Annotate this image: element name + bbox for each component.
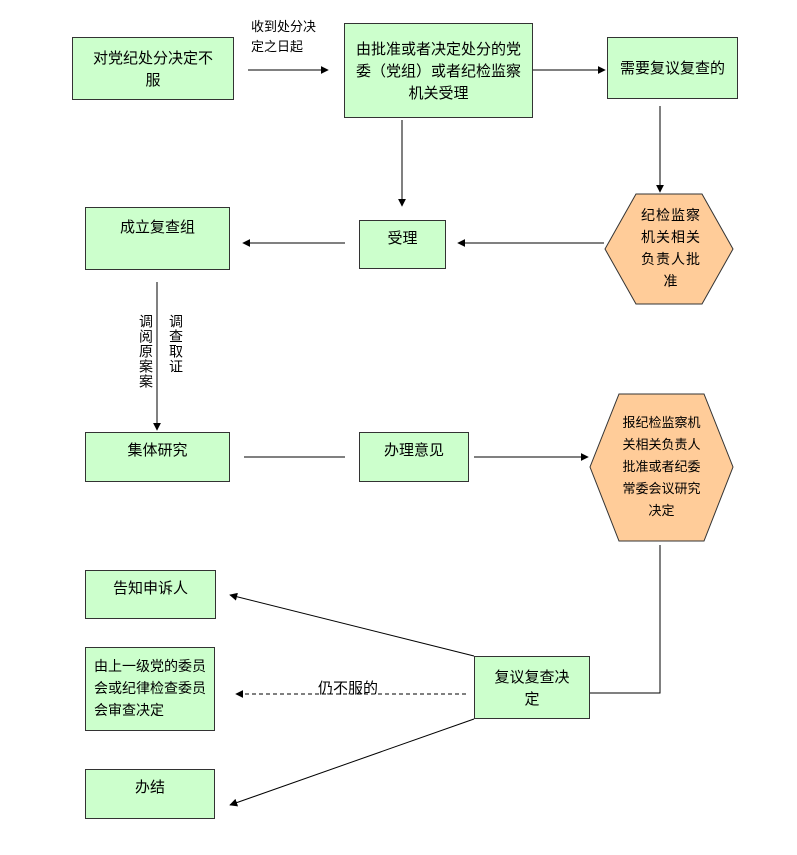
- node-higher-level: 由上一级党的委员会或纪律检查委员会审查决定: [85, 647, 215, 731]
- label-still-not-accept: 仍不服的: [318, 677, 378, 698]
- hexagon-shape: [589, 393, 734, 542]
- node-notify-text: 告知申诉人: [112, 579, 188, 597]
- node-need-review: 需要复议复查的: [607, 37, 738, 99]
- node-close-case: 办结: [85, 769, 215, 819]
- label-from-date: 收到处分决定之日起: [251, 18, 325, 58]
- node-close-case-text: 办结: [134, 778, 165, 796]
- node-notify: 告知申诉人: [85, 570, 216, 619]
- node-committee-accept: 由批准或者决定处分的党委（党组）或者纪检监察机关受理: [344, 23, 533, 118]
- node-accept: 受理: [359, 220, 446, 269]
- hexagon-shape: [604, 193, 734, 305]
- node-approve2: 报纪检监察机关相关负责人批准或者纪委常委会议研究决定: [589, 393, 734, 542]
- arrow-decision-to-close: [229, 718, 475, 807]
- node-review-decision: 复议复查决定: [474, 656, 590, 719]
- label-still-not-accept-text: 仍不服的: [318, 679, 379, 697]
- label-investigate: 调查取证: [167, 314, 183, 374]
- node-collective-study: 集体研究: [85, 432, 230, 482]
- node-set-up-group-text: 成立复查组: [119, 218, 195, 236]
- label-investigate-text: 调查取证: [167, 314, 183, 374]
- arrow-decision-to-notify: [229, 592, 475, 657]
- node-need-review-text: 需要复议复查的: [620, 59, 726, 77]
- node-handling-opinion: 办理意见: [359, 432, 469, 482]
- node-accept-text: 受理: [387, 229, 418, 247]
- label-from-date-text: 收到处分决定之日起: [251, 20, 317, 55]
- node-set-up-group: 成立复查组: [85, 207, 230, 270]
- node-approve2-text: 报纪检监察机关相关负责人批准或者纪委常委会议研究决定: [622, 415, 701, 519]
- node-approve1-text: 纪检监察机关相关负责人批准: [641, 208, 701, 290]
- node-review-decision-text: 复议复查决定: [494, 667, 570, 708]
- node-committee-accept-text: 由批准或者决定处分的党委（党组）或者纪检监察机关受理: [355, 39, 521, 102]
- node-collective-study-text: 集体研究: [127, 441, 188, 459]
- label-consult-files: 调阅原案案: [137, 314, 153, 389]
- node-not-accept-text: 对党纪处分决定不服: [92, 48, 213, 89]
- line-approve2-to-decision: [590, 545, 661, 694]
- label-consult-files-text: 调阅原案案: [137, 314, 153, 389]
- node-not-accept: 对党纪处分决定不服: [72, 37, 234, 100]
- node-approve1: 纪检监察机关相关负责人批准: [604, 193, 734, 305]
- node-higher-level-text: 由上一级党的委员会或纪律检查委员会审查决定: [94, 659, 206, 719]
- node-handling-opinion-text: 办理意见: [383, 441, 444, 459]
